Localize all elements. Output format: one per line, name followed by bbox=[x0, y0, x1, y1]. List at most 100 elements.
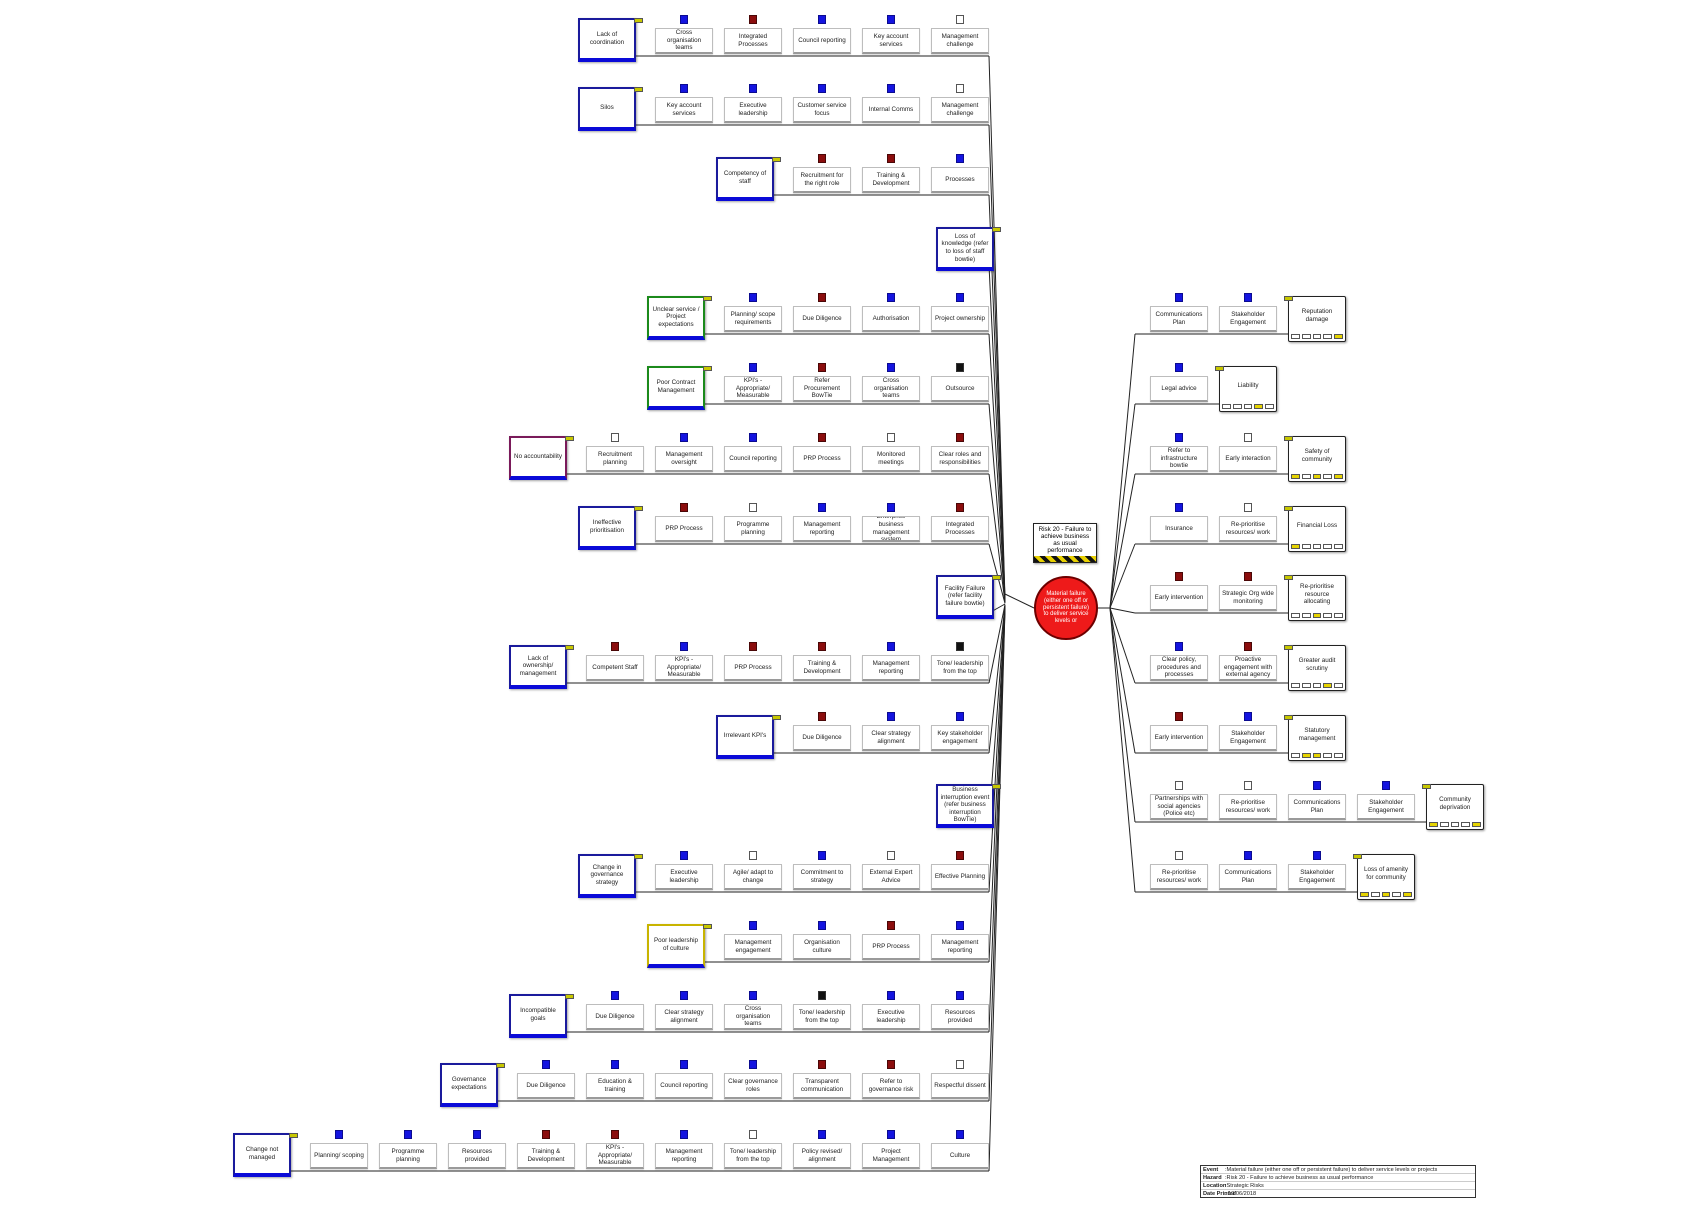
mitigation-control[interactable]: Refer to infrastructure bowtie bbox=[1150, 446, 1208, 472]
mitigation-control[interactable]: Legal advice bbox=[1150, 376, 1208, 402]
barrier-control[interactable]: Clear strategy alignment bbox=[655, 1004, 713, 1030]
barrier-control[interactable]: Agile/ adapt to change bbox=[724, 864, 782, 890]
mitigation-control[interactable]: Communications Plan bbox=[1150, 306, 1208, 332]
barrier-control[interactable]: Outsource bbox=[931, 376, 989, 402]
barrier-control[interactable]: Key stakeholder engagement bbox=[931, 725, 989, 751]
threat-box[interactable]: Irrelevant KPI's bbox=[716, 715, 774, 759]
consequence-box[interactable]: Safety of community bbox=[1288, 436, 1346, 482]
barrier-control[interactable]: Due Diligence bbox=[586, 1004, 644, 1030]
consequence-box[interactable]: Financial Loss bbox=[1288, 506, 1346, 552]
barrier-control[interactable]: Resources provided bbox=[448, 1143, 506, 1169]
barrier-control[interactable]: PRP Process bbox=[655, 516, 713, 542]
barrier-control[interactable]: Clear strategy alignment bbox=[862, 725, 920, 751]
mitigation-control[interactable]: Re-prioritise resources/ work bbox=[1150, 864, 1208, 890]
barrier-control[interactable]: Executive leadership bbox=[655, 864, 713, 890]
consequence-box[interactable]: Reputation damage bbox=[1288, 296, 1346, 342]
mitigation-control[interactable]: Insurance bbox=[1150, 516, 1208, 542]
barrier-control[interactable]: Clear governance roles bbox=[724, 1073, 782, 1099]
barrier-control[interactable]: PRP Process bbox=[793, 446, 851, 472]
threat-box[interactable]: Poor leadership of culture bbox=[647, 924, 705, 968]
barrier-control[interactable]: Management oversight bbox=[655, 446, 713, 472]
mitigation-control[interactable]: Clear policy, procedures and processes bbox=[1150, 655, 1208, 681]
threat-box[interactable]: No accountability bbox=[509, 436, 567, 480]
barrier-control[interactable]: Due Diligence bbox=[793, 306, 851, 332]
barrier-control[interactable]: Key account services bbox=[862, 28, 920, 54]
barrier-control[interactable]: Executive leadership bbox=[724, 97, 782, 123]
threat-box[interactable]: Facility Failure (refer facility failure… bbox=[936, 575, 994, 619]
barrier-control[interactable]: Culture bbox=[931, 1143, 989, 1169]
barrier-control[interactable]: Processes bbox=[931, 167, 989, 193]
barrier-control[interactable]: Monitored meetings bbox=[862, 446, 920, 472]
barrier-control[interactable]: Policy revised/ alignment bbox=[793, 1143, 851, 1169]
barrier-control[interactable]: Project Management bbox=[862, 1143, 920, 1169]
mitigation-control[interactable]: Communications Plan bbox=[1288, 794, 1346, 820]
barrier-control[interactable]: Council reporting bbox=[724, 446, 782, 472]
mitigation-control[interactable]: Re-prioritise resources/ work bbox=[1219, 794, 1277, 820]
barrier-control[interactable]: Training & Development bbox=[862, 167, 920, 193]
threat-box[interactable]: Change not managed bbox=[233, 1133, 291, 1177]
threat-box[interactable]: Competency of staff bbox=[716, 157, 774, 201]
barrier-control[interactable]: Tone/ leadership from the top bbox=[931, 655, 989, 681]
barrier-control[interactable]: Education & training bbox=[586, 1073, 644, 1099]
mitigation-control[interactable]: Stakeholder Engagement bbox=[1357, 794, 1415, 820]
consequence-box[interactable]: Re-prioritise resource allocating bbox=[1288, 575, 1346, 621]
threat-box[interactable]: Change in governance strategy bbox=[578, 854, 636, 898]
barrier-control[interactable]: Executive leadership bbox=[862, 1004, 920, 1030]
barrier-control[interactable]: Management reporting bbox=[793, 516, 851, 542]
mitigation-control[interactable]: Early intervention bbox=[1150, 585, 1208, 611]
barrier-control[interactable]: Integrated Processes bbox=[724, 28, 782, 54]
barrier-control[interactable]: Management challenge bbox=[931, 28, 989, 54]
barrier-control[interactable]: Clear roles and responsibilities bbox=[931, 446, 989, 472]
threat-box[interactable]: Unclear service / Project expectations bbox=[647, 296, 705, 340]
barrier-control[interactable]: Recruitment planning bbox=[586, 446, 644, 472]
barrier-control[interactable]: KPI's - Appropriate/ Measurable bbox=[724, 376, 782, 402]
barrier-control[interactable]: KPI's - Appropriate/ Measurable bbox=[655, 655, 713, 681]
mitigation-control[interactable]: Re-prioritise resources/ work bbox=[1219, 516, 1277, 542]
barrier-control[interactable]: Cross organisation teams bbox=[724, 1004, 782, 1030]
barrier-control[interactable]: Tone/ leadership from the top bbox=[724, 1143, 782, 1169]
consequence-box[interactable]: Liability bbox=[1219, 366, 1277, 412]
barrier-control[interactable]: Cross organisation teams bbox=[655, 28, 713, 54]
barrier-control[interactable]: Due Diligence bbox=[517, 1073, 575, 1099]
barrier-control[interactable]: Due Diligence bbox=[793, 725, 851, 751]
barrier-control[interactable]: KPI's - Appropriate/ Measurable bbox=[586, 1143, 644, 1169]
barrier-control[interactable]: External Expert Advice bbox=[862, 864, 920, 890]
mitigation-control[interactable]: Strategic Org wide monitoring bbox=[1219, 585, 1277, 611]
threat-box[interactable]: Silos bbox=[578, 87, 636, 131]
threat-box[interactable]: Incompatible goals bbox=[509, 994, 567, 1038]
barrier-control[interactable]: PRP Process bbox=[724, 655, 782, 681]
mitigation-control[interactable]: Early intervention bbox=[1150, 725, 1208, 751]
barrier-control[interactable]: Programme planning bbox=[379, 1143, 437, 1169]
mitigation-control[interactable]: Early interaction bbox=[1219, 446, 1277, 472]
barrier-control[interactable]: Tone/ leadership from the top bbox=[793, 1004, 851, 1030]
barrier-control[interactable]: Effective Planning bbox=[931, 864, 989, 890]
mitigation-control[interactable]: Proactive engagement with external agenc… bbox=[1219, 655, 1277, 681]
barrier-control[interactable]: Integrated Processes bbox=[931, 516, 989, 542]
consequence-box[interactable]: Community deprivation bbox=[1426, 784, 1484, 830]
barrier-control[interactable]: Training & Development bbox=[517, 1143, 575, 1169]
mitigation-control[interactable]: Stakeholder Engagement bbox=[1219, 725, 1277, 751]
barrier-control[interactable]: Training & Development bbox=[793, 655, 851, 681]
barrier-control[interactable]: Management reporting bbox=[862, 655, 920, 681]
barrier-control[interactable]: Management reporting bbox=[655, 1143, 713, 1169]
barrier-control[interactable]: Internal Comms bbox=[862, 97, 920, 123]
mitigation-control[interactable]: Communications Plan bbox=[1219, 864, 1277, 890]
threat-box[interactable]: Poor Contract Management bbox=[647, 366, 705, 410]
barrier-control[interactable]: Key account services bbox=[655, 97, 713, 123]
consequence-box[interactable]: Loss of amenity for community bbox=[1357, 854, 1415, 900]
barrier-control[interactable]: Enterprise business management system bbox=[862, 516, 920, 542]
barrier-control[interactable]: Planning/ scoping bbox=[310, 1143, 368, 1169]
top-event[interactable]: Material failure (either one off or pers… bbox=[1034, 576, 1098, 640]
barrier-control[interactable]: Management reporting bbox=[931, 934, 989, 960]
barrier-control[interactable]: Programme planning bbox=[724, 516, 782, 542]
barrier-control[interactable]: Project ownership bbox=[931, 306, 989, 332]
barrier-control[interactable]: Council reporting bbox=[793, 28, 851, 54]
barrier-control[interactable]: Refer to governance risk bbox=[862, 1073, 920, 1099]
barrier-control[interactable]: Planning/ scope requirements bbox=[724, 306, 782, 332]
barrier-control[interactable]: Customer service focus bbox=[793, 97, 851, 123]
threat-box[interactable]: Governance expectations bbox=[440, 1063, 498, 1107]
barrier-control[interactable]: Management challenge bbox=[931, 97, 989, 123]
barrier-control[interactable]: Competent Staff bbox=[586, 655, 644, 681]
barrier-control[interactable]: Cross organisation teams bbox=[862, 376, 920, 402]
barrier-control[interactable]: PRP Process bbox=[862, 934, 920, 960]
